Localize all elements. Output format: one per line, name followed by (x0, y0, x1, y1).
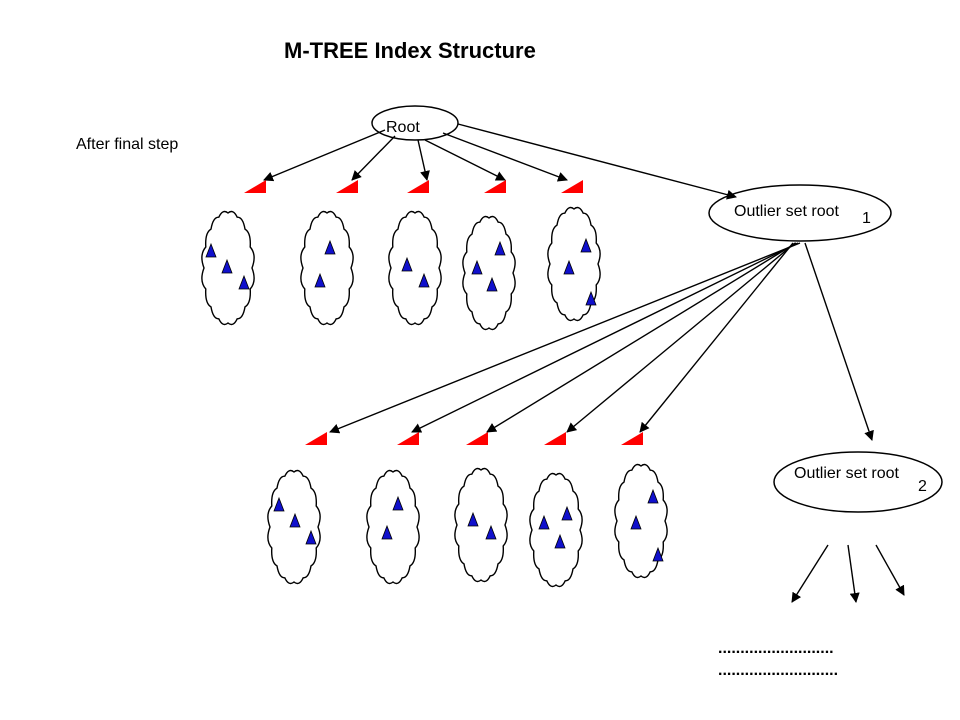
blue-triangle-icon (486, 276, 498, 292)
outlier-root-2-node (773, 451, 943, 513)
cloud-icon (547, 206, 601, 322)
cloud-icon (366, 469, 420, 585)
cloud-icon (529, 472, 583, 588)
blue-triangle-icon (563, 259, 575, 275)
blue-triangle-icon (585, 290, 597, 306)
cloud-outline (547, 206, 601, 322)
continuation-dots-1: .......................... (718, 640, 834, 657)
root-node-label: Root (386, 119, 420, 136)
cloud-outline (462, 215, 516, 331)
blue-triangle-icon (238, 274, 250, 290)
arrow-edge-13 (847, 544, 860, 603)
arrow-edge-5 (457, 123, 737, 200)
blue-triangle-icon (467, 511, 479, 527)
cloud-outline (366, 469, 420, 585)
blue-triangle-icon (647, 488, 659, 504)
blue-triangle-icon (630, 514, 642, 530)
cloud-icon (454, 467, 508, 583)
arrow-edge-9 (566, 242, 796, 433)
cloud-outline (300, 210, 354, 326)
red-wedge-icon (407, 180, 429, 193)
root-node (371, 105, 459, 141)
blue-triangle-icon (289, 512, 301, 528)
red-wedge-icon (305, 432, 327, 445)
blue-triangle-icon (401, 256, 413, 272)
page-title: M-TREE Index Structure (284, 38, 536, 63)
cloud-icon (614, 463, 668, 579)
arrow-edge-6 (329, 242, 801, 434)
blue-triangle-icon (538, 514, 550, 530)
blue-triangle-icon (471, 259, 483, 275)
red-wedge-icon (544, 432, 566, 445)
blue-triangle-icon (485, 524, 497, 540)
arrow-edge-0 (263, 129, 386, 182)
red-wedge-icon (466, 432, 488, 445)
arrow-edge-11 (804, 242, 874, 441)
outlier-root-2-label: Outlier set root (794, 465, 899, 482)
cloud-icon (462, 215, 516, 331)
outlier-root-1-subscript: 1 (862, 210, 871, 227)
blue-triangle-icon (392, 495, 404, 511)
outlier-root-2-subscript: 2 (918, 478, 927, 495)
cloud-icon (267, 469, 321, 585)
step-note: After final step (76, 136, 179, 153)
cloud-icon (201, 210, 255, 326)
arrow-edge-7 (411, 242, 799, 433)
blue-triangle-icon (305, 529, 317, 545)
red-wedge-icon (621, 432, 643, 445)
blue-triangle-icon (554, 533, 566, 549)
blue-triangle-icon (381, 524, 393, 540)
outlier-root-1-node (708, 184, 892, 242)
red-wedge-icon (336, 180, 358, 193)
arrow-edge-3 (424, 139, 506, 181)
continuation-dots-2: ........................... (718, 662, 839, 679)
blue-triangle-icon (580, 237, 592, 253)
cloud-icon (388, 210, 442, 326)
arrow-edge-14 (875, 544, 905, 596)
cloud-outline (388, 210, 442, 326)
arrow-edge-8 (486, 242, 797, 433)
blue-triangle-icon (221, 258, 233, 274)
cloud-icon (300, 210, 354, 326)
red-wedge-icon (484, 180, 506, 193)
arrow-edge-2 (417, 139, 430, 181)
red-wedge-icon (397, 432, 419, 445)
red-wedge-icon (561, 180, 583, 193)
blue-triangle-icon (273, 496, 285, 512)
cloud-outline (529, 472, 583, 588)
arrow-edge-4 (442, 132, 568, 182)
arrow-edge-1 (351, 135, 396, 181)
cloud-outline (454, 467, 508, 583)
blue-triangle-icon (205, 242, 217, 258)
outlier-root-1-label: Outlier set root (734, 203, 839, 220)
red-wedge-icon (244, 180, 266, 193)
arrow-edge-12 (791, 544, 829, 603)
blue-triangle-icon (418, 272, 430, 288)
blue-triangle-icon (324, 239, 336, 255)
blue-triangle-icon (652, 546, 664, 562)
blue-triangle-icon (561, 505, 573, 521)
arrow-edge-10 (639, 242, 794, 433)
blue-triangle-icon (314, 272, 326, 288)
blue-triangle-icon (494, 240, 506, 256)
